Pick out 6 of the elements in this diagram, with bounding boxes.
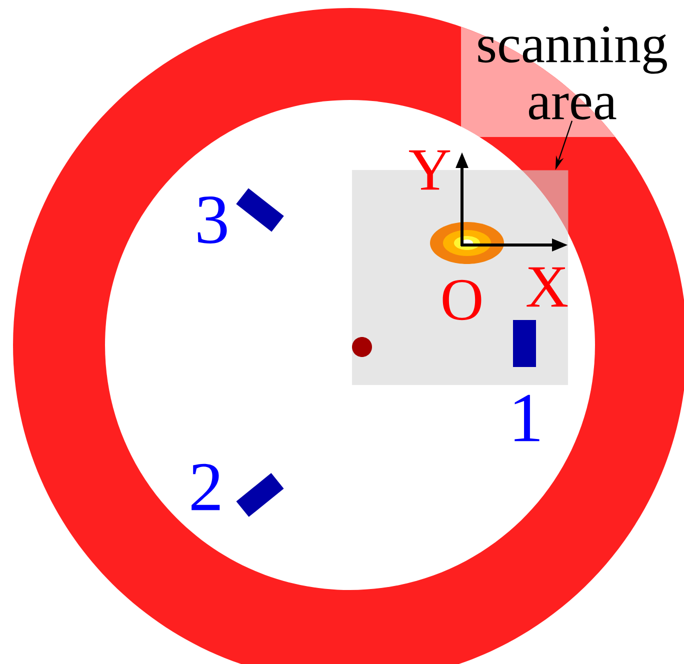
sensor-number: 1 [514,394,540,442]
annotation-text: scanning area [478,26,667,120]
axis-label: Y [409,150,450,190]
sensor-number: 2 [192,464,220,510]
sensor-number: 3 [198,196,227,244]
origin-label: O [442,280,482,320]
